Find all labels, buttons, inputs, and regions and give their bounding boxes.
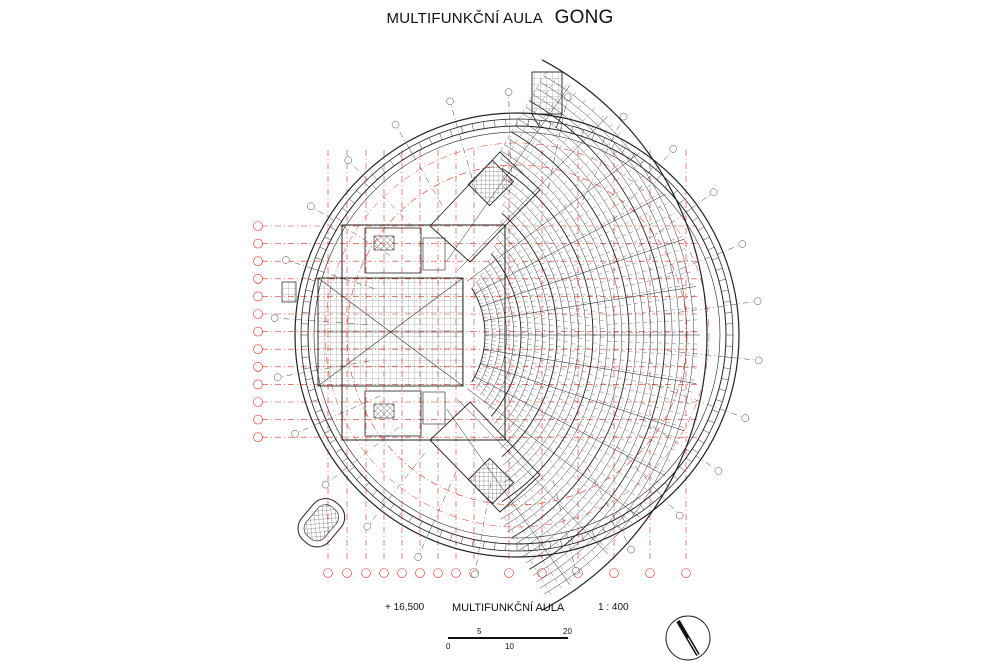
radial-axis-bubble: [363, 522, 372, 531]
stair-core-bottom: [364, 390, 422, 437]
axis-bubble-row: [253, 238, 263, 249]
side-stair-left: [281, 281, 297, 303]
central-hall: [317, 224, 506, 441]
radial-axis-bubble: [754, 356, 763, 365]
radial-axis-bubble: [391, 120, 400, 129]
axis-bubble-row: [253, 379, 263, 390]
radial-axis-bubble: [753, 297, 762, 305]
radial-axis-bubble: [572, 567, 580, 575]
axis-bubble-row: [253, 326, 263, 337]
scale-label-20: 20: [563, 627, 572, 636]
radial-axis-bubble: [627, 545, 635, 554]
radial-axis-bubble: [344, 156, 352, 164]
axis-bubble-row: [253, 256, 263, 267]
axis-grid: [262, 150, 700, 562]
title-main: MULTIFUNKČNÍ AULA: [386, 10, 543, 27]
radial-axis-bubble: [270, 314, 279, 322]
axis-bubble-row: [253, 273, 263, 284]
radial-axis-bubble: [446, 97, 454, 106]
axis-bubble-column: [342, 568, 352, 578]
axis-bubble-column: [323, 568, 333, 578]
axis-bubble-row: [253, 291, 263, 302]
axis-bubble-column: [415, 568, 425, 578]
axis-bubble-column: [645, 568, 655, 578]
radial-axis-bubble: [321, 480, 330, 489]
radial-axis-bubble: [709, 188, 718, 196]
drawing-name: MULTIFUNKČNÍ AULA: [452, 602, 565, 614]
axis-bubble-row: [253, 221, 263, 231]
scale-label-5: 5: [477, 627, 482, 636]
seating-tiers: [446, 59, 708, 611]
axis-bubble-column: [433, 568, 443, 578]
stair-core-top: [364, 227, 422, 274]
axis-bubble-row: [253, 397, 263, 407]
radial-axis-bubble: [282, 256, 290, 264]
scale-bar-line: [448, 637, 568, 639]
radial-axis-bubble: [619, 112, 628, 121]
scale-label: 1 : 400: [598, 602, 629, 613]
axis-bubble-column: [361, 568, 371, 578]
stair-tower-bottom: [297, 498, 346, 548]
radial-axis-bubble: [291, 430, 299, 438]
axis-bubble-row: [253, 432, 263, 443]
north-arrow-icon: [665, 615, 711, 661]
scale-label-10: 10: [505, 642, 514, 651]
scale-bar: 0 5 10 20: [446, 627, 572, 656]
level-label: + 16,500: [385, 602, 425, 613]
axis-bubble-row: [253, 344, 263, 355]
radial-axis-bubble: [669, 145, 677, 153]
radial-axis-bubble: [741, 414, 750, 422]
axis-bubble-column: [451, 568, 461, 578]
drawing-title: MULTIFUNKČNÍ AULA GONG: [0, 7, 1000, 29]
axis-bubble-column: [397, 568, 407, 578]
radial-axis-bubble: [414, 553, 422, 561]
axis-bubble-row: [253, 309, 263, 319]
radial-axis-bubble: [471, 570, 479, 579]
radial-axis-bubble: [675, 511, 684, 520]
axis-bubble-column: [379, 568, 389, 578]
title-accent: GONG: [554, 7, 614, 28]
axis-bubble-column: [504, 568, 514, 578]
radial-axis-bubble: [504, 88, 513, 96]
radial-axis-bubble: [738, 240, 747, 248]
scale-label-0: 0: [446, 642, 451, 651]
axis-bubble-column: [681, 568, 691, 578]
radial-axis-bubble: [273, 373, 282, 381]
axis-bubble-column: [609, 568, 619, 578]
radial-axis-bubble: [714, 467, 723, 475]
stair-tower-top: [531, 71, 563, 129]
axis-bubble-row: [253, 361, 263, 372]
radial-axis-bubble: [307, 202, 315, 210]
axis-bubble-row: [253, 414, 263, 425]
